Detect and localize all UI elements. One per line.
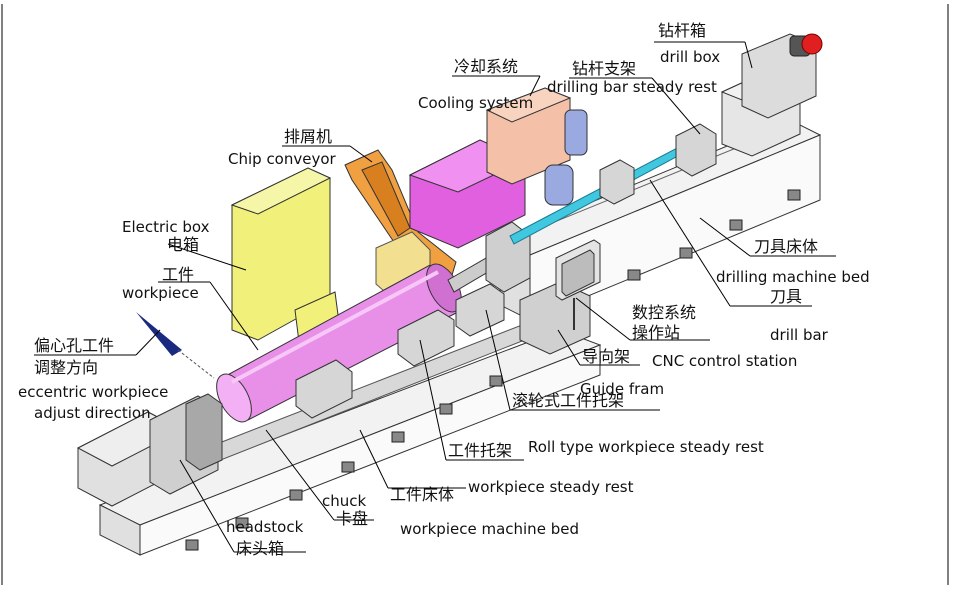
label-guide-zh: 导向架 xyxy=(582,347,630,366)
bed-feet xyxy=(185,189,801,551)
label-electric-box-en: Electric box xyxy=(122,218,210,236)
label-ws-rest-en: workpiece steady rest xyxy=(468,478,634,496)
label-roll-rest-en: Roll type workpiece steady rest xyxy=(528,438,764,456)
drilling-bar-steady-rest xyxy=(599,123,717,205)
drill-box xyxy=(720,33,823,157)
label-cooling-en: Cooling system xyxy=(418,94,533,112)
label-eccentric-zh-1: 偏心孔工件 xyxy=(34,336,114,355)
label-tool-bed-zh: 刀具床体 xyxy=(754,237,818,256)
label-chip-conveyor-en: Chip conveyor xyxy=(228,150,337,168)
label-chip-conveyor-zh: 排屑机 xyxy=(284,127,332,146)
label-drill-box-en: drill box xyxy=(660,48,720,66)
leader-lines xyxy=(34,41,836,553)
label-chuck-en: chuck xyxy=(322,492,367,510)
label-drill-bar-zh: 刀具 xyxy=(770,287,802,306)
label-steady-rest-en: drilling bar steady rest xyxy=(547,78,717,96)
label-cnc-en: CNC control station xyxy=(652,352,797,370)
label-roll-rest-zh: 滚轮式工件托架 xyxy=(512,391,624,410)
label-drill-box-zh: 钻杆箱 xyxy=(658,21,706,40)
label-cnc-zh-2: 操作站 xyxy=(632,323,680,342)
label-eccentric-en-2: adjust direction xyxy=(34,404,151,422)
workpiece-steady-rests xyxy=(295,283,505,419)
eccentric-adjust-arrow xyxy=(136,312,215,379)
label-chuck-zh: 卡盘 xyxy=(336,509,368,528)
label-eccentric-en-1: eccentric workpiece xyxy=(18,383,168,401)
label-electric-box-zh: 电箱 xyxy=(167,235,199,254)
label-wm-bed-zh: 工件床体 xyxy=(390,485,454,504)
label-guide-en: Guide fram xyxy=(580,380,664,398)
label-cnc-zh-1: 数控系统 xyxy=(632,303,696,322)
label-headstock-zh: 床头箱 xyxy=(236,539,284,558)
label-cooling-zh: 冷却系统 xyxy=(454,57,518,76)
headstock xyxy=(76,393,223,507)
cooling-system-box xyxy=(485,87,588,206)
cnc-control-station xyxy=(555,239,601,330)
label-workpiece-zh: 工件 xyxy=(162,265,194,284)
label-headstock-en: headstock xyxy=(226,518,304,536)
label-drill-bar-en: drill bar xyxy=(770,326,829,344)
label-eccentric-zh-2: 调整方向 xyxy=(34,358,98,377)
label-steady-rest-zh: 钻杆支架 xyxy=(572,59,636,78)
label-tool-bed-en: drilling machine bed xyxy=(716,268,870,286)
label-workpiece-en: workpiece xyxy=(122,284,199,302)
label-ws-rest-zh: 工件托架 xyxy=(448,441,512,460)
label-wm-bed-en: workpiece machine bed xyxy=(400,520,579,538)
